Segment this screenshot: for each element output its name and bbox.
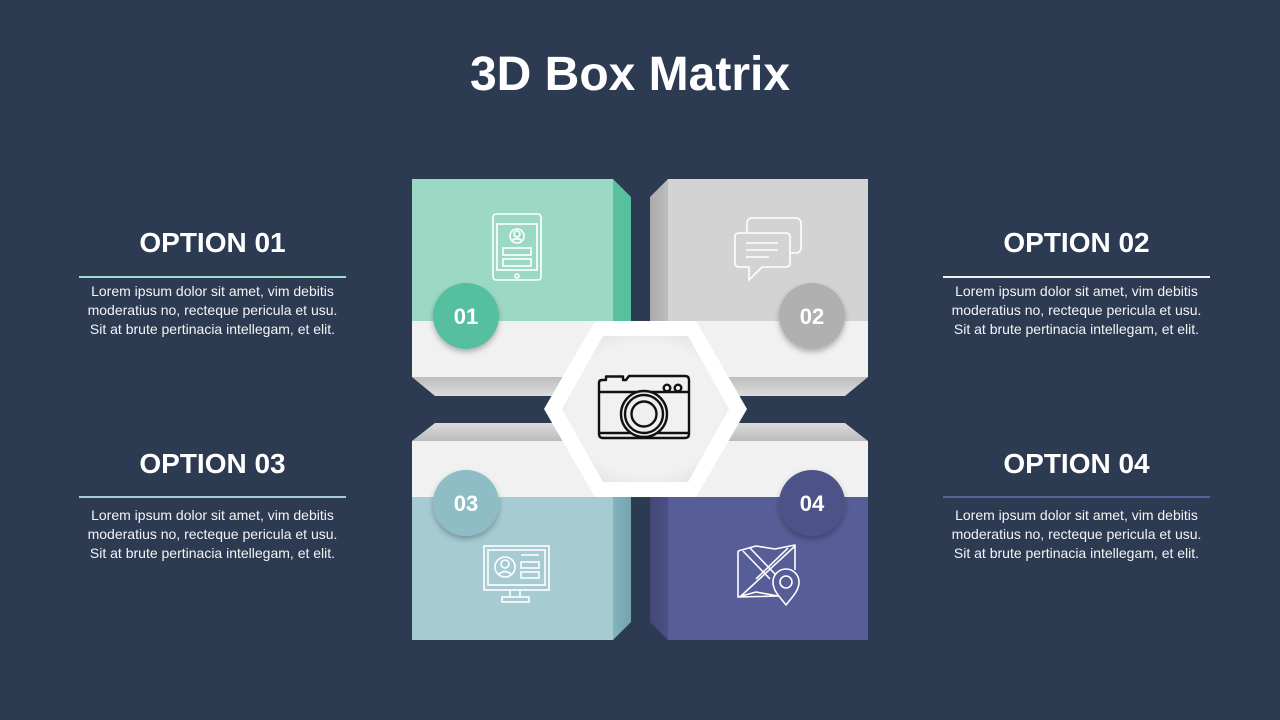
slide-title: 3D Box Matrix — [469, 48, 791, 101]
option-01-line-1: Lorem ipsum dolor sit amet, vim debitis — [91, 283, 334, 299]
option-03-underline — [79, 496, 346, 498]
camera-icon — [597, 374, 691, 440]
map-pin-icon — [737, 544, 800, 606]
badge-02-number: 02 — [800, 304, 824, 329]
option-01-description: Lorem ipsum dolor sit amet, vim debitis … — [79, 282, 346, 339]
option-02-description: Lorem ipsum dolor sit amet, vim debitis … — [943, 282, 1210, 339]
option-01-heading: OPTION 01 — [139, 227, 286, 258]
option-04-underline — [943, 496, 1210, 498]
tablet-profile-icon — [492, 213, 542, 281]
badge-01 — [433, 283, 499, 349]
option-01-block: OPTION 01 Lorem ipsum dolor sit amet, vi… — [79, 226, 346, 339]
option-04-line-1: Lorem ipsum dolor sit amet, vim debitis — [955, 507, 1198, 523]
option-01-line-2: moderatius no, recteque pericula et usu. — [87, 302, 338, 318]
option-01-line-3: Sit at brute pertinacia intellegam, et e… — [89, 321, 336, 337]
option-01-underline — [79, 276, 346, 278]
option-03-line-2: moderatius no, recteque pericula et usu. — [87, 526, 338, 542]
option-02-block: OPTION 02 Lorem ipsum dolor sit amet, vi… — [943, 226, 1210, 339]
option-02-underline — [943, 276, 1210, 278]
option-04-block: OPTION 04 Lorem ipsum dolor sit amet, vi… — [943, 447, 1210, 563]
center-hexagon — [544, 321, 747, 497]
badge-04-number: 04 — [800, 491, 825, 516]
option-03-line-3: Sit at brute pertinacia intellegam, et e… — [89, 545, 336, 561]
option-03-line-1: Lorem ipsum dolor sit amet, vim debitis — [91, 507, 334, 523]
badge-01-number: 01 — [454, 304, 478, 329]
option-03-description: Lorem ipsum dolor sit amet, vim debitis … — [79, 506, 346, 563]
option-02-line-3: Sit at brute pertinacia intellegam, et e… — [953, 321, 1200, 337]
chat-bubbles-icon — [734, 217, 802, 282]
monitor-profile-icon — [483, 545, 550, 603]
option-02-heading: OPTION 02 — [1003, 227, 1150, 258]
option-02-line-1: Lorem ipsum dolor sit amet, vim debitis — [955, 283, 1198, 299]
option-04-line-2: moderatius no, recteque pericula et usu. — [951, 526, 1202, 542]
option-03-heading: OPTION 03 — [139, 448, 286, 479]
badge-03-number: 03 — [454, 491, 478, 516]
badge-03 — [433, 470, 499, 536]
option-04-heading: OPTION 04 — [1003, 448, 1150, 479]
option-02-line-2: moderatius no, recteque pericula et usu. — [951, 302, 1202, 318]
option-04-line-3: Sit at brute pertinacia intellegam, et e… — [953, 545, 1200, 561]
option-03-block: OPTION 03 Lorem ipsum dolor sit amet, vi… — [79, 447, 346, 563]
option-04-description: Lorem ipsum dolor sit amet, vim debitis … — [943, 506, 1210, 563]
badge-02 — [779, 283, 845, 349]
badge-04 — [779, 470, 845, 536]
